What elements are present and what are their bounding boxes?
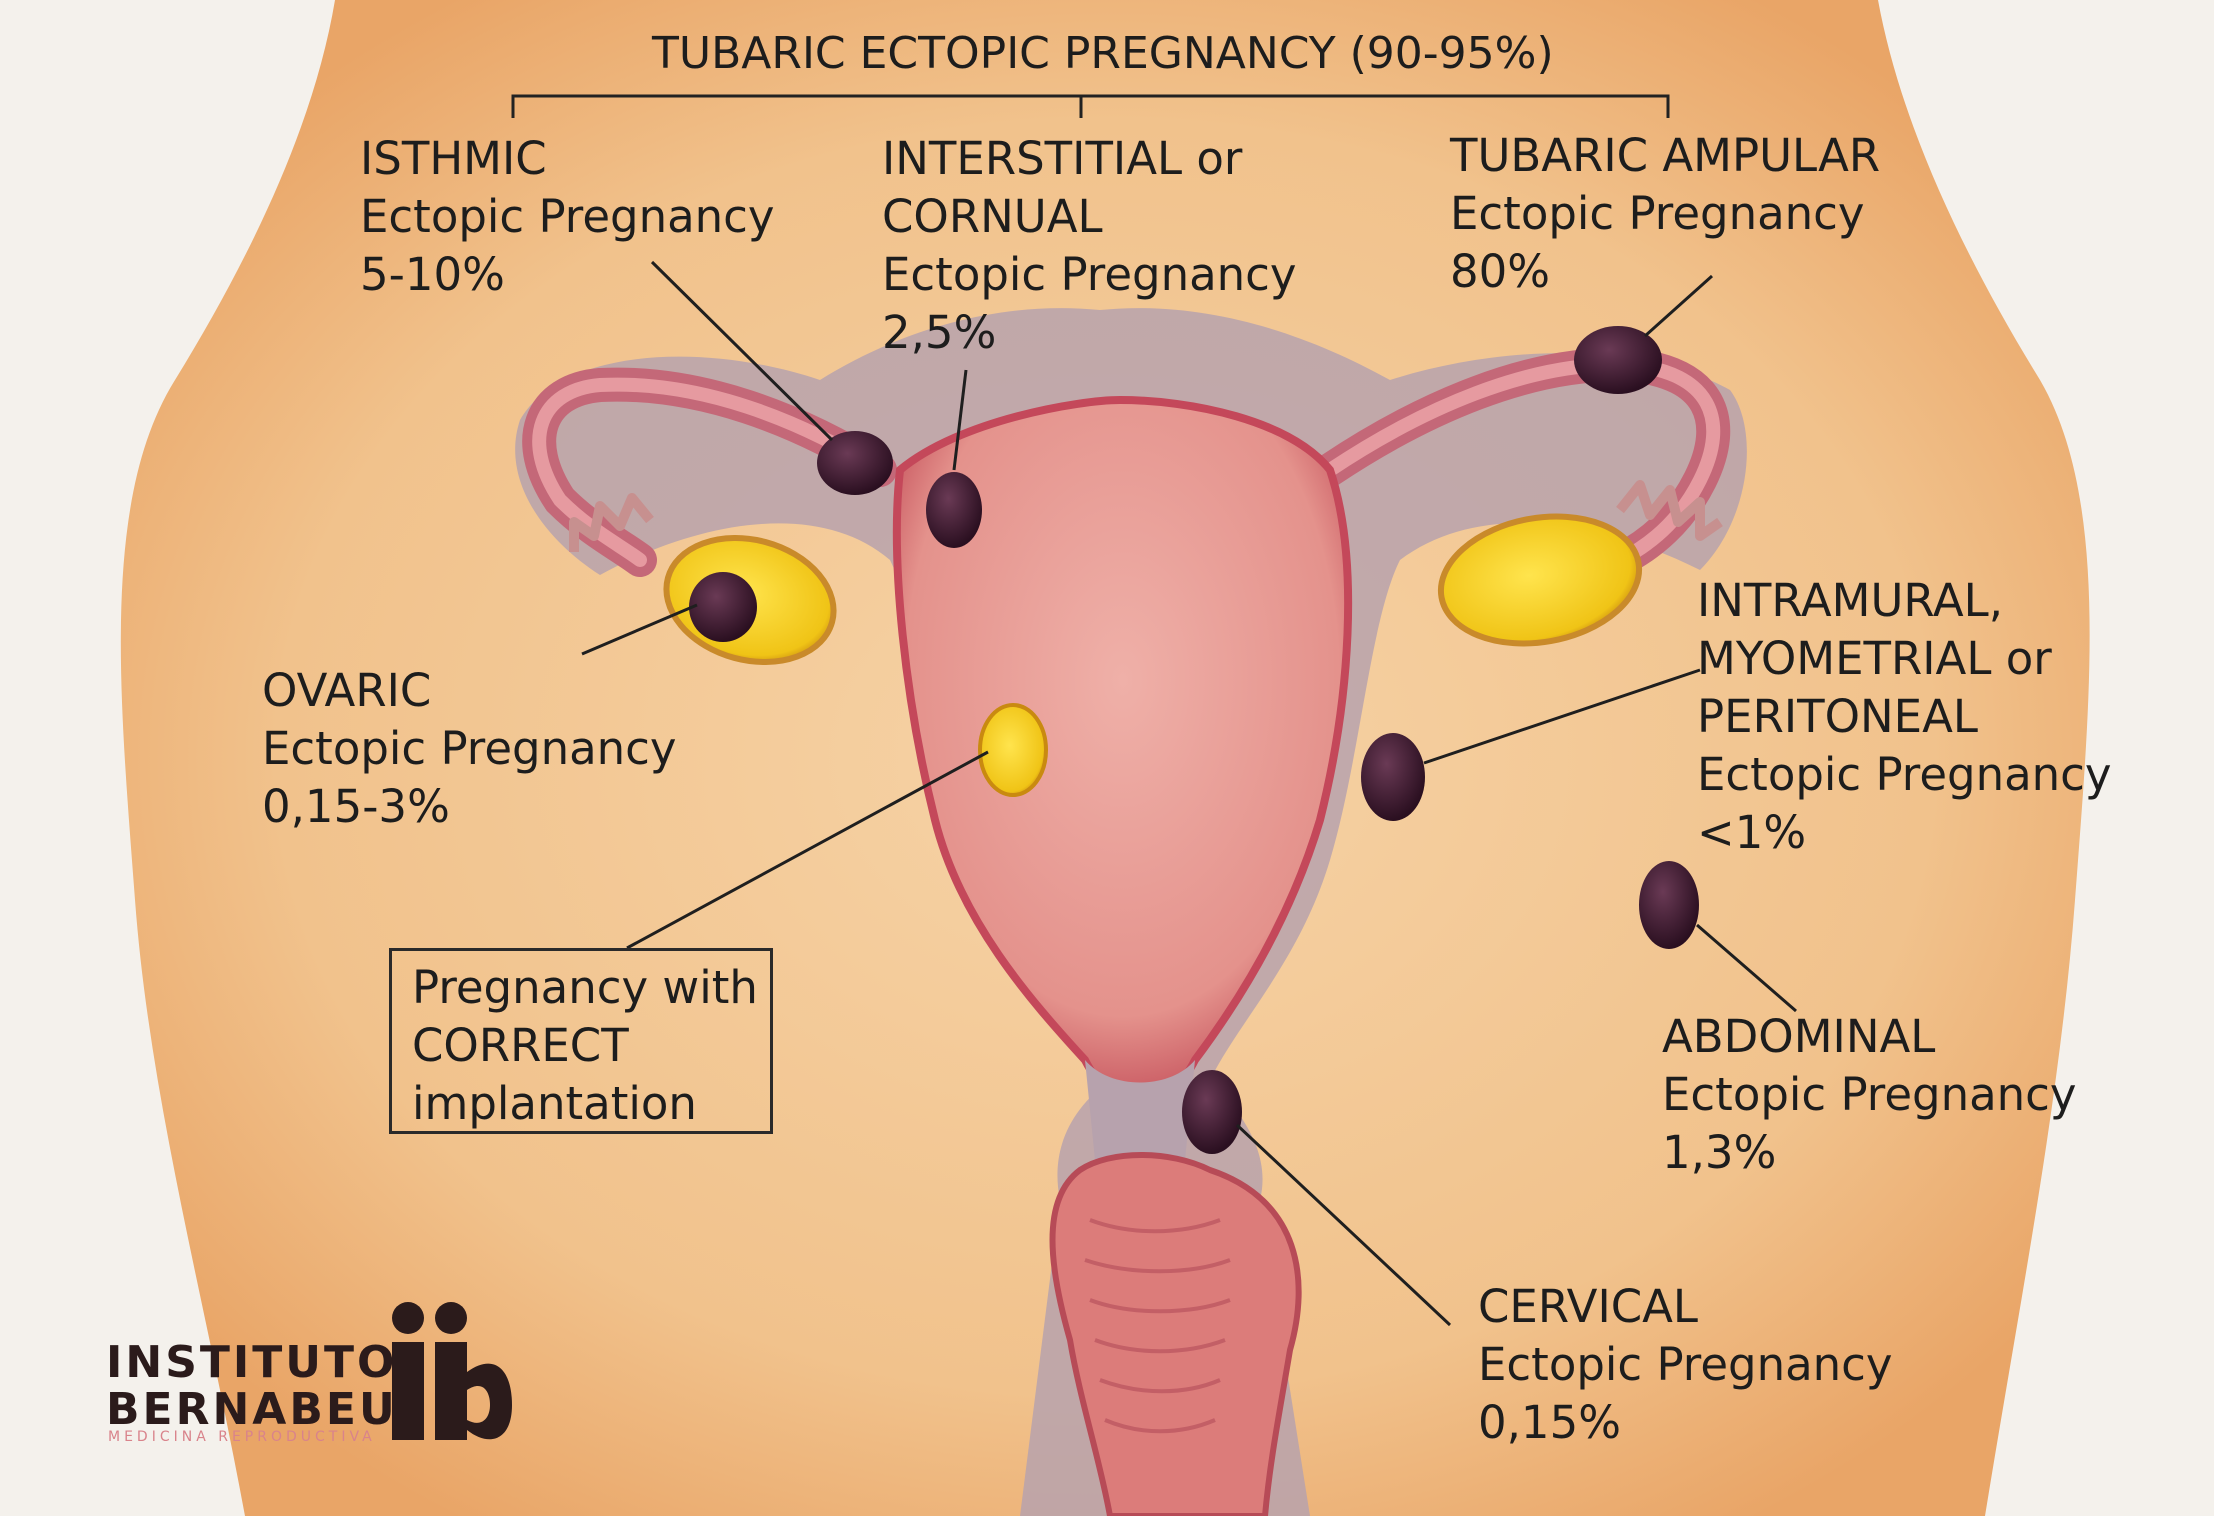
interstitial-leader: [952, 369, 968, 471]
intramural-sub: Ectopic Pregnancy: [1697, 748, 2112, 801]
ovaric-name: OVARIC: [262, 664, 432, 717]
isthmic-name: ISTHMIC: [360, 132, 547, 185]
isthmic-label: ISTHMIC Ectopic Pregnancy 5-10%: [360, 130, 775, 304]
leader-lines: [581, 260, 1797, 1327]
ovaric-pct: 0,15-3%: [262, 780, 450, 833]
interstitial-name-1: INTERSTITIAL or: [882, 132, 1243, 185]
isthmic-embryo: [817, 431, 893, 495]
abdominal-embryo: [1639, 861, 1699, 949]
intramural-pct: <1%: [1697, 806, 1807, 859]
logo-line-2: BERNABEU: [106, 1384, 398, 1435]
correct-implantation-embryo: [978, 703, 1048, 797]
ampular-leader: [1643, 274, 1714, 338]
logo-tagline: MEDICINA REPRODUCTIVA: [108, 1429, 376, 1445]
intramural-name-2: MYOMETRIAL or: [1697, 632, 2052, 685]
cervical-leader: [1235, 1123, 1452, 1327]
ampular-label: TUBARIC AMPULAR Ectopic Pregnancy 80%: [1450, 127, 1880, 301]
tubaric-bracket: [511, 94, 1670, 118]
interstitial-pct: 2,5%: [882, 306, 997, 359]
ovaric-leader: [581, 603, 698, 656]
isthmic-pct: 5-10%: [360, 248, 505, 301]
cervical-embryo: [1182, 1070, 1242, 1154]
correct-leader: [626, 750, 989, 950]
ampular-name: TUBARIC AMPULAR: [1450, 129, 1881, 182]
tubaric-group-title: TUBARIC ECTOPIC PREGNANCY (90-95%): [652, 28, 1554, 79]
cervical-name: CERVICAL: [1478, 1280, 1698, 1333]
right-ovary: [1437, 513, 1643, 647]
ovaric-sub: Ectopic Pregnancy: [262, 722, 677, 775]
cervical-label: CERVICAL Ectopic Pregnancy 0,15%: [1478, 1278, 1893, 1452]
isthmic-sub: Ectopic Pregnancy: [360, 190, 775, 243]
abdominal-leader: [1696, 923, 1797, 1013]
intramural-leader: [1423, 668, 1701, 765]
intramural-embryo: [1361, 733, 1425, 821]
interstitial-label: INTERSTITIAL or CORNUAL Ectopic Pregnanc…: [882, 130, 1297, 362]
intramural-name-3: PERITONEAL: [1697, 690, 1978, 743]
logo-line-1: INSTITUTO: [106, 1337, 398, 1388]
isthmic-leader: [650, 260, 834, 442]
ampular-embryo: [1574, 326, 1662, 394]
right-fimbriae: [1616, 480, 1723, 541]
correct-line-3: implantation: [412, 1077, 697, 1130]
interstitial-embryo: [926, 472, 982, 548]
cervical-sub: Ectopic Pregnancy: [1478, 1338, 1893, 1391]
cervical-pct: 0,15%: [1478, 1396, 1621, 1449]
correct-line-2: CORRECT: [412, 1019, 629, 1072]
abdominal-label: ABDOMINAL Ectopic Pregnancy 1,3%: [1662, 1008, 2077, 1182]
abdominal-pct: 1,3%: [1662, 1126, 1777, 1179]
vaginal-canal: [1049, 1152, 1302, 1516]
uterus-body: [892, 395, 1353, 1105]
ib-logo-mark: [392, 1302, 512, 1440]
vaginal-rugae: [1084, 1218, 1231, 1434]
interstitial-name-2: CORNUAL: [882, 190, 1103, 243]
interstitial-sub: Ectopic Pregnancy: [882, 248, 1297, 301]
ampular-sub: Ectopic Pregnancy: [1450, 187, 1865, 240]
intramural-name-1: INTRAMURAL,: [1697, 574, 2004, 627]
correct-line-1: Pregnancy with: [412, 961, 758, 1014]
ampular-pct: 80%: [1450, 245, 1551, 298]
abdominal-name: ABDOMINAL: [1662, 1010, 1936, 1063]
correct-implantation-box: Pregnancy with CORRECT implantation: [389, 948, 773, 1134]
intramural-label: INTRAMURAL, MYOMETRIAL or PERITONEAL Ect…: [1697, 572, 2112, 862]
ovaric-embryo: [689, 572, 757, 642]
ovaric-label: OVARIC Ectopic Pregnancy 0,15-3%: [262, 662, 677, 836]
cervix: [1085, 1060, 1195, 1160]
left-fimbriae: [569, 493, 654, 552]
abdominal-sub: Ectopic Pregnancy: [1662, 1068, 2077, 1121]
